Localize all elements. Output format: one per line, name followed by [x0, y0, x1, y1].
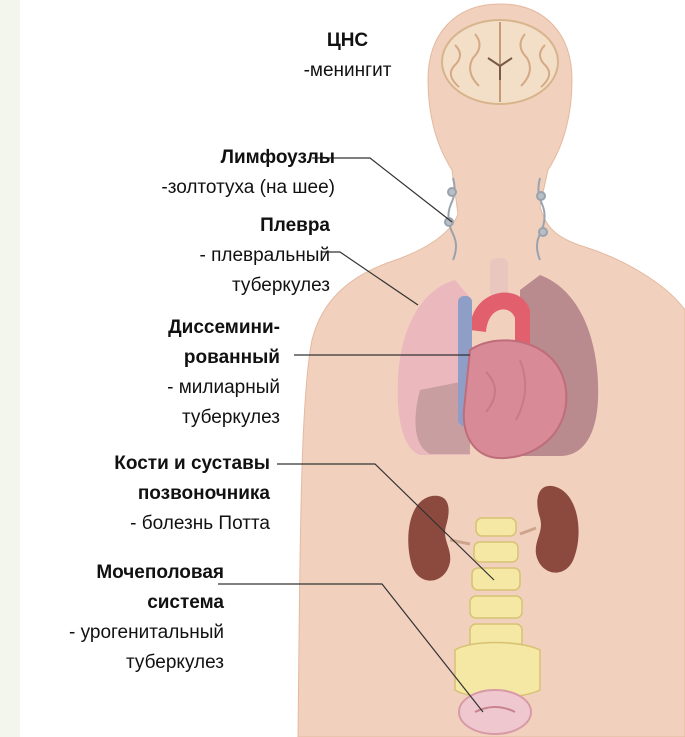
label-urogen: Мочеполовая система - урогенитальный туб… [8, 558, 224, 678]
label-lymph-desc: -золтотуха (на шее) [95, 173, 335, 203]
label-bones-title1: Кости и суставы [40, 449, 270, 479]
label-pleura-desc1: - плевральный [130, 241, 330, 271]
label-urogen-title2: система [8, 588, 224, 618]
label-cns: ЦНС -менингит [290, 26, 405, 86]
label-dissem-desc2: туберкулез [80, 403, 280, 433]
label-pleura-title: Плевра [130, 211, 330, 241]
label-urogen-desc2: туберкулез [8, 648, 224, 678]
label-dissem-title2: рованный [80, 343, 280, 373]
brain-icon [442, 20, 558, 104]
label-bones-desc: - болезнь Потта [40, 509, 270, 539]
label-dissem-title1: Диссемини- [80, 313, 280, 343]
label-pleura: Плевра - плевральный туберкулез [130, 211, 330, 301]
label-lymph: Лимфоузлы -золтотуха (на шее) [95, 143, 335, 203]
label-lymph-title: Лимфоузлы [95, 143, 335, 173]
label-cns-title: ЦНС [290, 26, 405, 56]
label-pleura-desc2: туберкулез [130, 271, 330, 301]
label-cns-desc: -менингит [290, 56, 405, 86]
bladder-icon [459, 690, 531, 734]
label-bones-title2: позвоночника [40, 479, 270, 509]
label-urogen-desc1: - урогенитальный [8, 618, 224, 648]
label-bones: Кости и суставы позвоночника - болезнь П… [40, 449, 270, 539]
label-dissem-desc1: - милиарный [80, 373, 280, 403]
label-dissem: Диссемини- рованный - милиарный туберкул… [80, 313, 280, 433]
label-urogen-title1: Мочеполовая [8, 558, 224, 588]
